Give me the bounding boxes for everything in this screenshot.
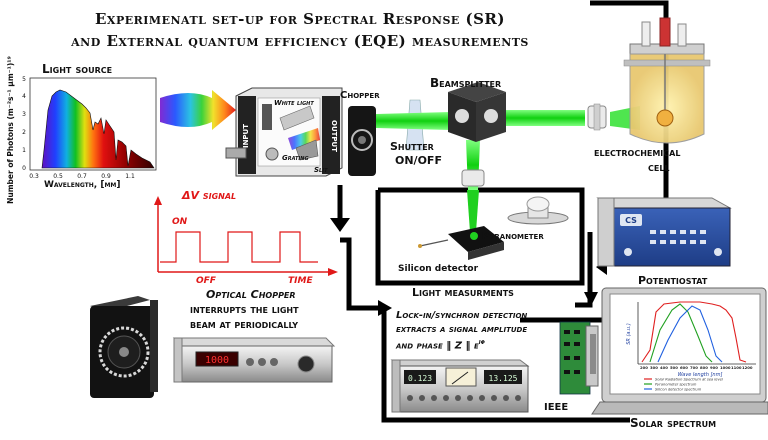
light-source-y-tick: 3 <box>22 111 26 118</box>
chopper-controller-readout: 1000 <box>205 355 229 366</box>
potentiostat-badge: CS <box>625 216 637 225</box>
solar-x-tick: 1100 <box>731 365 742 370</box>
solar-x-tick: 700 <box>690 365 698 370</box>
beamsplitter-cube <box>448 82 506 142</box>
solar-x-tick: 500 <box>670 365 678 370</box>
monochromator-input-label: INPUT <box>242 124 250 148</box>
shutter-label: Shutter <box>390 140 434 153</box>
pyranometer-series <box>649 303 713 363</box>
optical-chopper-line3: beam at periodically <box>190 318 299 331</box>
lockin-readout-1: 0.123 <box>408 374 432 383</box>
solar-x-tick: 900 <box>710 365 718 370</box>
chopper-controller: 1000 <box>172 337 336 383</box>
shutter-state-label: ON/OFF <box>395 154 442 167</box>
diagram-title-line1: Experimenatl set-up for Spectral Respons… <box>95 10 505 28</box>
light-source-x-tick: 0.3 <box>29 173 39 180</box>
light-measurements-label: Light measurments <box>412 286 514 299</box>
electrochemical-cell <box>623 17 711 144</box>
grating-label: Grating <box>282 154 309 162</box>
solar-x-axis-label: Wave length [nm] <box>678 372 723 378</box>
optical-chopper-title: Optical Chopper <box>206 288 296 301</box>
light-source-y-tick: 2 <box>22 129 26 136</box>
diagram-title-line2: and External quantum efficiency (EQE) me… <box>71 32 529 50</box>
signal-plot-title: ΔV signal <box>182 189 237 202</box>
white-light-label: White light <box>274 99 314 107</box>
silicon-detector-series <box>657 305 723 363</box>
light-source-label: Light source <box>42 62 113 76</box>
solar-x-tick: 200 <box>640 365 648 370</box>
lockin-phase-text: and phase ‖ Z ‖ e <box>396 340 479 352</box>
monochromator <box>225 87 343 177</box>
optical-chopper-device <box>90 296 158 398</box>
solar-legend-entry: Solar Radiation Spectrum at sea level <box>655 378 723 382</box>
silicon-detector <box>418 226 504 260</box>
lens-holder <box>587 103 607 131</box>
silicon-detector-label: Silicon detector <box>398 264 479 274</box>
light-source-x-tick: 0.5 <box>53 173 63 180</box>
chopper-label: Chopper <box>340 90 380 101</box>
pyranometer <box>507 196 569 225</box>
lockin-description-line2: extracts a signal amplitude <box>396 324 528 335</box>
slit-label: Slit <box>314 166 328 174</box>
rainbow-beam-arrow <box>160 90 236 130</box>
solar-spectrum-chart: 200 300 400 500 600 700 800 900 1000 110… <box>626 301 756 392</box>
lockin-readout-2: 13.125 <box>489 374 518 383</box>
square-wave <box>160 231 318 263</box>
light-source-y-tick: 0 <box>22 165 26 172</box>
light-source-x-tick: 1.1 <box>125 173 135 180</box>
solar-x-tick: 800 <box>700 365 708 370</box>
light-source-chart: 0 1 2 3 4 5 0.3 0.5 0.7 0.9 1.1 Number o… <box>6 56 157 204</box>
solar-x-tick: 1000 <box>720 365 731 370</box>
solar-x-tick: 300 <box>650 365 658 370</box>
light-source-x-tick: 0.9 <box>101 173 111 180</box>
pyranometer-label: Pyranometer <box>482 231 544 242</box>
light-source-y-tick: 4 <box>22 93 26 100</box>
solar-y-axis-label: SR (a.u.) <box>626 323 632 345</box>
potentiostat-label: Potentiostat <box>638 274 708 287</box>
signal-off-label: OFF <box>196 276 216 286</box>
solar-x-tick: 1200 <box>742 365 753 370</box>
light-source-y-axis-label: Number of Photons (m⁻²s⁻¹ μm⁻¹)¹⁹ <box>6 56 15 204</box>
signal-time-label: TIME <box>288 276 313 286</box>
electrochemical-cell-label-line2: cell <box>648 161 670 174</box>
light-source-x-tick: 0.7 <box>77 173 87 180</box>
solar-radiation-series <box>641 301 747 363</box>
lockin-phase-exponent: iφ <box>478 338 485 346</box>
laptop <box>591 287 768 415</box>
signal-plot <box>154 196 338 276</box>
solar-x-tick: 600 <box>680 365 688 370</box>
electrochemical-cell-label-line1: electrochemical <box>594 146 681 159</box>
beamsplitter-label: Beamsplitter <box>430 76 502 90</box>
solar-spectrum-label: Solar spectrum <box>630 416 717 430</box>
light-source-y-tick: 5 <box>22 76 26 83</box>
signal-on-label: ON <box>172 217 188 227</box>
optical-chopper-line2: interrupts the light <box>190 303 299 316</box>
solar-legend-entry: Pyranometer spectrum <box>655 383 697 387</box>
solar-legend-entry: Silicon detector spectrum <box>655 388 702 392</box>
solar-x-tick: 400 <box>660 365 668 370</box>
ieee-label: IEEE <box>544 402 569 413</box>
light-source-x-axis-label: Wavelength, [μm] <box>44 180 121 190</box>
potentiostat-device <box>596 197 732 267</box>
detector-lens <box>461 169 485 187</box>
light-source-spectrum <box>41 89 155 169</box>
lockin-description-line3: and phase ‖ Z ‖ eiφ <box>396 338 485 351</box>
lockin-amplifier: 0.123 13.125 <box>390 359 530 413</box>
ieee-interface-card <box>559 321 599 395</box>
monochromator-output-label: OUTPUT <box>330 120 338 152</box>
lockin-description-line1: Lock-in/synchron detection <box>396 310 528 321</box>
light-source-y-tick: 1 <box>22 147 26 154</box>
chopper-device <box>348 106 376 176</box>
